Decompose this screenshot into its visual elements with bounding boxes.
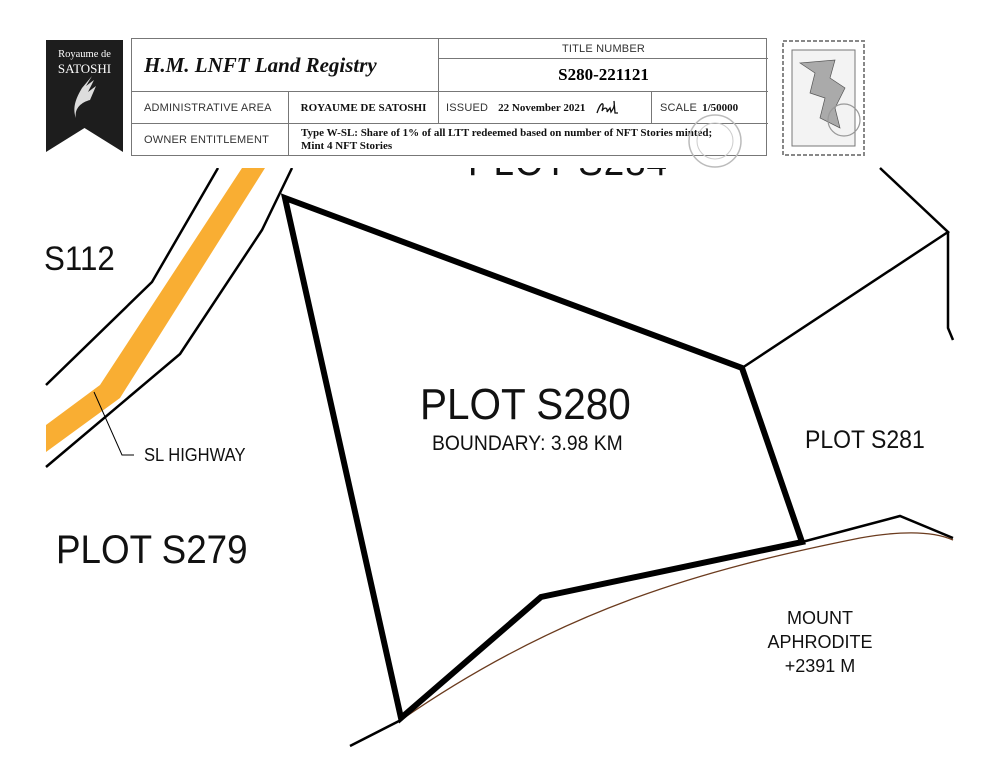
issued-date: 22 November 2021 — [498, 101, 586, 114]
boundary-label: BOUNDARY: 3.98 KM — [432, 432, 623, 455]
mount-name-1: MOUNT — [787, 608, 853, 628]
highway-edge-left — [45, 167, 220, 386]
mount-elevation: +2391 M — [784, 656, 856, 676]
highway-edge-right — [45, 167, 294, 468]
issued-label: ISSUED — [446, 101, 489, 114]
owner-entitlement-line2: Mint 4 NFT Stories — [301, 140, 393, 152]
mount-name-2: APHRODITE — [767, 632, 873, 652]
admin-area-label: ADMINISTRATIVE AREA — [144, 101, 272, 114]
owner-entitlement-label: OWNER ENTITLEMENT — [144, 134, 270, 146]
highway — [45, 167, 294, 468]
admin-area-value: ROYAUME DE SATOSHI — [300, 101, 427, 114]
winged-foot-icon — [74, 76, 96, 118]
plot-label-s112: S112 — [44, 240, 115, 278]
title-number-label: TITLE NUMBER — [561, 42, 646, 55]
highway-label: SL HIGHWAY — [144, 445, 246, 465]
highway-band — [46, 168, 265, 452]
banner-line1: Royaume de — [58, 49, 111, 60]
plot-s280-boundary — [280, 193, 806, 724]
scale-value: 1/50000 — [702, 101, 739, 114]
signature-icon — [596, 100, 619, 114]
plot-label-s281: PLOT S281 — [805, 426, 925, 454]
plot-label-s280: PLOT S280 — [420, 380, 631, 429]
registry-title: H.M. LNFT Land Registry — [144, 52, 377, 77]
plot-label-s279: PLOT S279 — [56, 528, 248, 572]
title-number: S280-221121 — [558, 65, 649, 84]
neighbor-boundaries — [349, 167, 955, 748]
banner-line2: SATOSHI — [57, 61, 112, 76]
postage-stamp — [780, 38, 867, 158]
highway-leader — [93, 391, 134, 456]
registry-table: H.M. LNFT Land Registry TITLE NUMBER S28… — [131, 38, 768, 168]
contour-line — [400, 532, 954, 721]
scale-label: SCALE — [660, 101, 698, 114]
owner-entitlement-line1: Type W-SL: Share of 1% of all LTT redeem… — [301, 127, 713, 139]
mount-label: MOUNT APHRODITE +2391 M — [740, 606, 900, 678]
royaume-logo: Royaume de SATOSHI — [46, 40, 123, 152]
postmark-icon — [688, 114, 742, 168]
